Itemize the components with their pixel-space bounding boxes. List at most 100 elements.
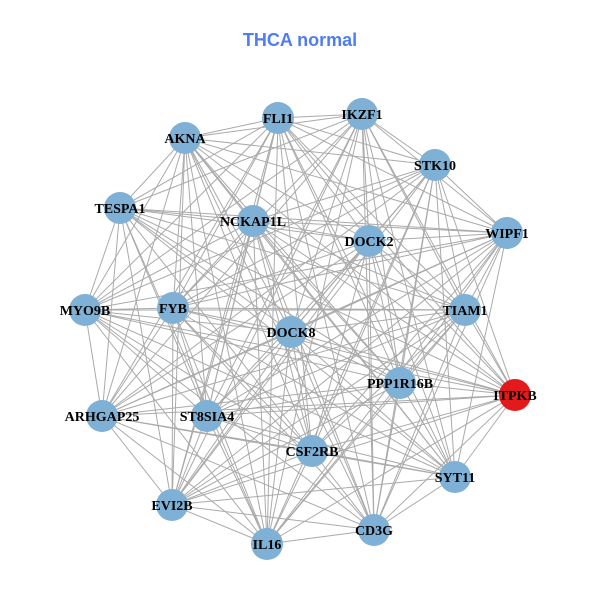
edge-FYB-IL16 [172,307,268,545]
edge-CSF2RB-CD3G [311,450,375,531]
node-FLI1[interactable] [262,102,294,134]
edge-MYO9B-ST8SIA4 [84,309,208,417]
edge-PPP1R16B-SYT11 [399,382,456,478]
edge-IL16-CD3G [266,529,375,545]
edge-FYB-ARHGAP25 [101,307,174,417]
edge-WIPF1-FYB [172,232,508,309]
node-label: FLI1 [263,112,293,127]
edge-TIAM1-EVI2B [171,309,466,506]
edge-TIAM1-CD3G [373,309,466,531]
edge-IKZF1-ITPKB [361,113,516,396]
edge-FLI1-TIAM1 [277,117,466,311]
edge-AKNA-IL16 [184,137,268,545]
edge-ITPKB-SYT11 [454,394,516,478]
node-label: SYT11 [435,471,475,486]
edge-FYB-TIAM1 [172,307,466,311]
edge-DOCK2-PPP1R16B [368,240,401,384]
node-DOCK8[interactable] [275,316,307,348]
node-ST8SIA4[interactable] [191,400,223,432]
edge-WIPF1-CD3G [373,232,508,531]
node-CD3G[interactable] [358,514,390,546]
edge-DOCK2-FYB [172,240,370,309]
edge-NCKAP1L-SYT11 [252,220,456,478]
node-DOCK2[interactable] [353,225,385,257]
node-PPP1R16B[interactable] [384,367,416,399]
node-WIPF1[interactable] [491,217,523,249]
edge-NCKAP1L-IL16 [252,220,268,545]
node-label: FYB [159,302,187,317]
edge-DOCK8-ST8SIA4 [206,331,292,417]
node-label: PPP1R16B [367,377,433,392]
edge-NCKAP1L-MYO9B [84,220,254,311]
edge-WIPF1-MYO9B [84,232,508,311]
edge-DOCK8-ITPKB [290,331,516,396]
node-TIAM1[interactable] [449,294,481,326]
edge-ITPKB-CSF2RB [311,394,516,452]
node-MYO9B[interactable] [69,294,101,326]
node-EVI2B[interactable] [156,489,188,521]
node-label: CD3G [355,524,393,539]
edge-IKZF1-DOCK8 [290,113,363,333]
edge-TIAM1-ST8SIA4 [206,309,466,417]
node-label: STK10 [414,159,456,174]
edge-PPP1R16B-ITPKB [399,382,516,396]
edge-FYB-ST8SIA4 [172,307,208,417]
edge-TESPA1-TIAM1 [119,207,466,311]
node-AKNA[interactable] [169,122,201,154]
edge-DOCK2-DOCK8 [290,240,370,333]
edge-TIAM1-ARHGAP25 [101,309,466,417]
edge-WIPF1-SYT11 [454,232,508,478]
edge-AKNA-CSF2RB [184,137,313,452]
edge-FLI1-PPP1R16B [277,117,401,384]
edge-EVI2B-CD3G [171,504,375,531]
node-FYB[interactable] [157,292,189,324]
edge-ARHGAP25-IL16 [101,415,268,545]
edge-CSF2RB-EVI2B [171,450,313,506]
edge-ST8SIA4-CSF2RB [206,415,313,452]
edge-IKZF1-TESPA1 [119,113,363,209]
edge-DOCK2-ARHGAP25 [101,240,370,417]
node-label: WIPF1 [485,227,529,242]
node-SYT11[interactable] [439,461,471,493]
node-label: TESPA1 [94,202,145,217]
edge-AKNA-ARHGAP25 [101,137,186,417]
chart-title: THCA normal [242,30,358,50]
node-STK10[interactable] [419,149,451,181]
edge-ITPKB-CD3G [373,394,516,531]
edge-FYB-ITPKB [172,307,516,396]
edge-DOCK8-CSF2RB [290,331,313,452]
node-IL16[interactable] [251,528,283,560]
node-label: AKNA [164,132,206,147]
edge-PPP1R16B-CD3G [373,382,401,531]
node-ARHGAP25[interactable] [86,400,118,432]
edge-MYO9B-SYT11 [84,309,456,478]
edge-EVI2B-IL16 [171,504,268,545]
node-IKZF1[interactable] [346,98,378,130]
edge-ITPKB-ST8SIA4 [206,394,516,417]
edge-IKZF1-MYO9B [84,113,363,311]
edge-AKNA-MYO9B [84,137,186,311]
edge-IKZF1-ST8SIA4 [206,113,363,417]
node-ITPKB[interactable] [499,379,531,411]
edge-SYT11-CD3G [373,476,456,531]
edge-IKZF1-DOCK2 [361,113,370,242]
node-CSF2RB[interactable] [296,435,328,467]
node-NCKAP1L[interactable] [237,205,269,237]
edge-AKNA-DOCK2 [184,137,370,242]
node-TESPA1[interactable] [104,192,136,224]
edge-MYO9B-CD3G [84,309,375,531]
edge-DOCK8-ARHGAP25 [101,331,292,417]
edge-PPP1R16B-IL16 [266,382,401,545]
edge-FLI1-STK10 [277,117,436,166]
edge-ITPKB-ARHGAP25 [101,394,516,417]
node-label: ARHGAP25 [65,410,140,425]
edge-DOCK2-WIPF1 [368,232,508,242]
edges [84,113,516,545]
edge-TESPA1-WIPF1 [119,207,508,234]
edge-STK10-ITPKB [434,164,516,396]
edge-PPP1R16B-ST8SIA4 [206,382,401,417]
edge-AKNA-FYB [172,137,186,309]
edge-DOCK8-EVI2B [171,331,292,506]
edge-ARHGAP25-CD3G [101,415,375,531]
